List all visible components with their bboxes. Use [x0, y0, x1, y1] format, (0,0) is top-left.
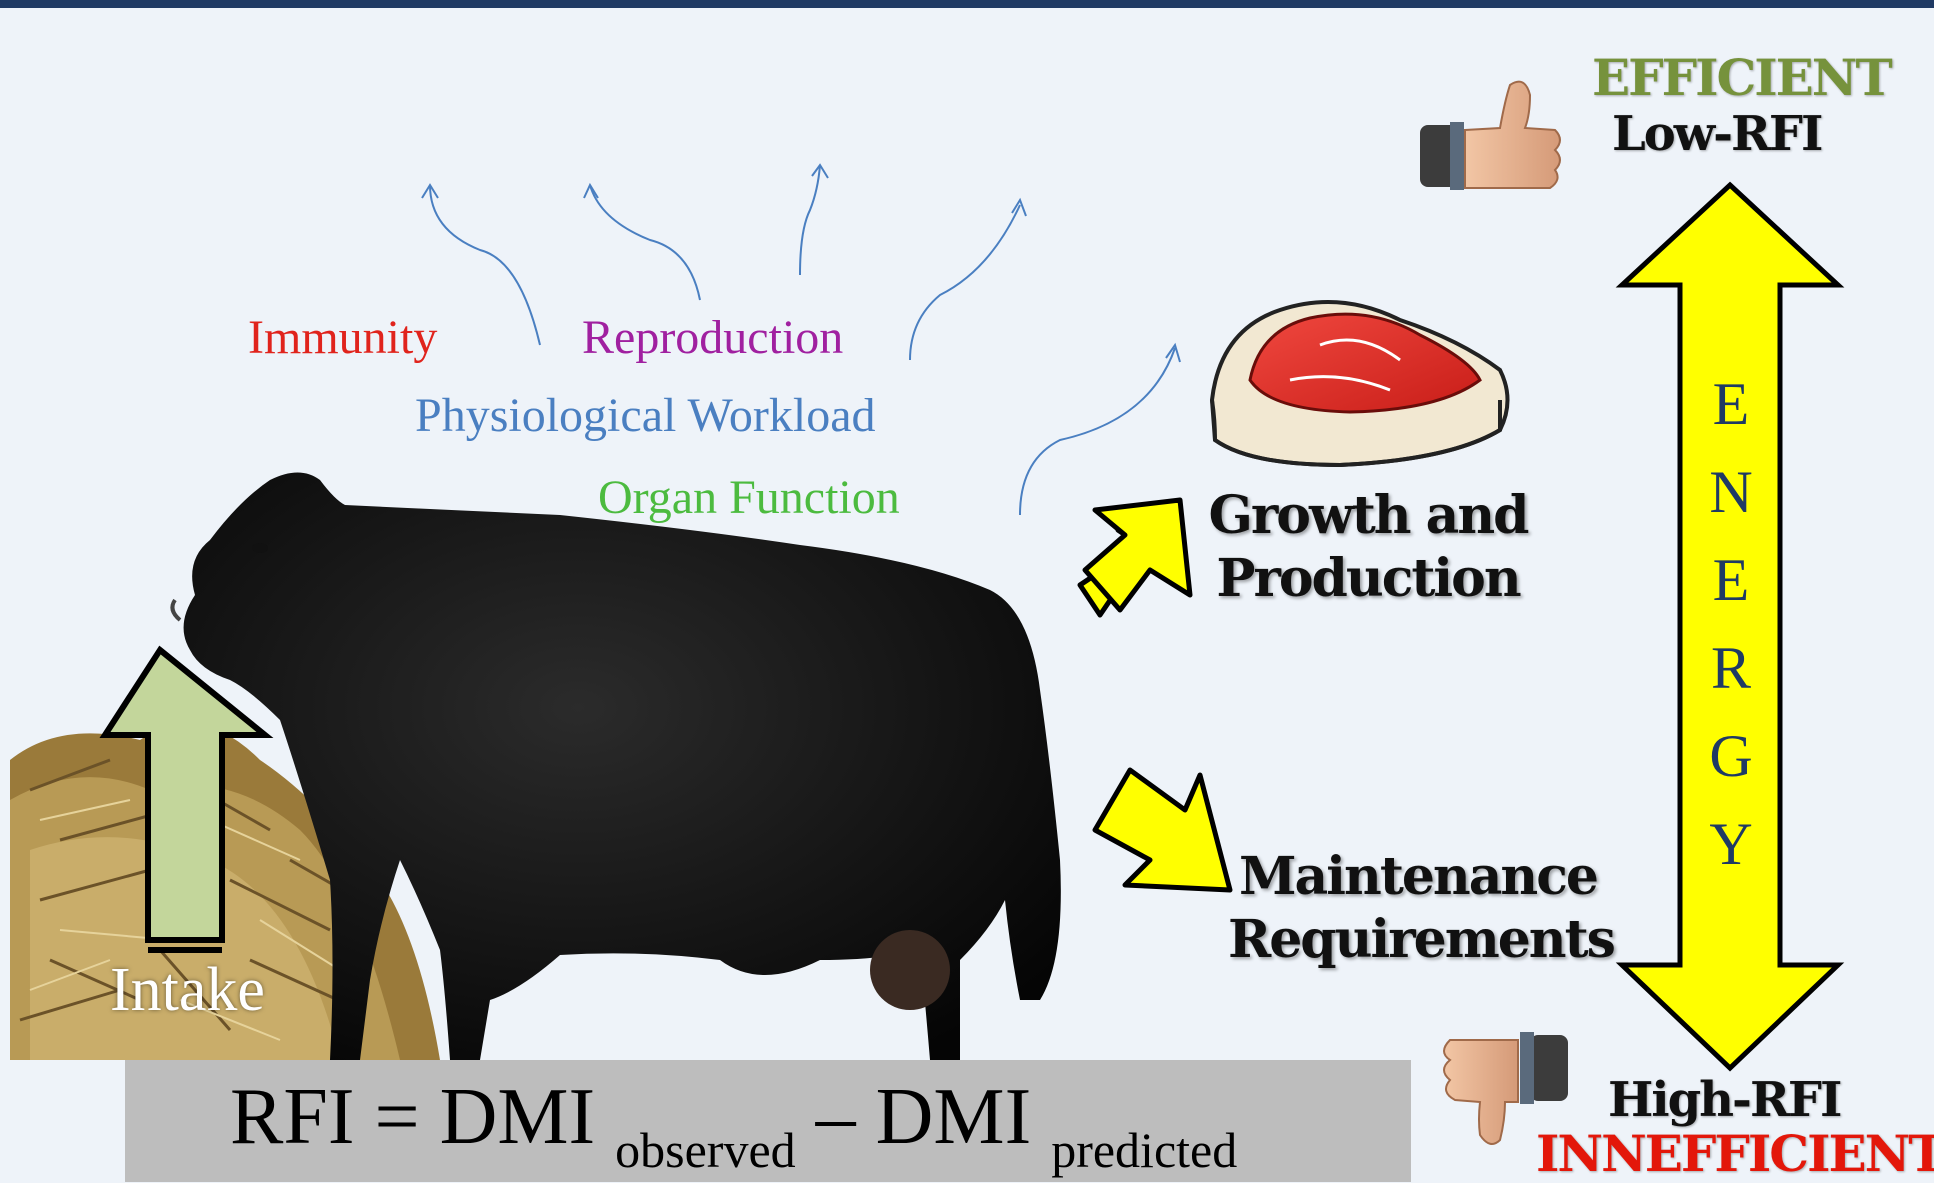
- maintenance-line-1: Maintenance: [1228, 845, 1608, 908]
- energy-letter: E: [1706, 546, 1756, 615]
- wisp-arrow-2: [590, 185, 700, 300]
- wisp-arrow-3: [800, 165, 820, 275]
- efficient-label: EFFICIENT: [1592, 48, 1891, 107]
- intake-label: Intake: [110, 955, 265, 1026]
- immunity-label: Immunity: [248, 310, 437, 365]
- inefficient-label: INNEFFICIENT: [1536, 1124, 1934, 1183]
- reproduction-label: Reproduction: [582, 310, 843, 365]
- growth-line-2: Production: [1198, 547, 1538, 610]
- maintenance-arrow: [1095, 770, 1230, 890]
- rfi-formula: RFI = DMI observed – DMI predicted: [230, 1072, 1237, 1179]
- low-rfi-label: Low-RFI: [1612, 106, 1821, 162]
- thumbs-up-icon: [1420, 82, 1560, 190]
- formula-mid: – DMI: [796, 1073, 1032, 1161]
- energy-double-arrow: [1622, 185, 1838, 1068]
- growth-arrow: [1080, 500, 1190, 615]
- formula-sub-observed: observed: [615, 1122, 796, 1178]
- organ-function-label: Organ Function: [598, 470, 900, 525]
- energy-letter: G: [1706, 722, 1756, 791]
- physiological-workload-label: Physiological Workload: [415, 388, 876, 443]
- growth-production-label: Growth and Production: [1198, 484, 1538, 611]
- formula-lhs: RFI = DMI: [230, 1073, 595, 1161]
- wisp-arrow-5: [1020, 348, 1175, 515]
- steak-icon: [1212, 302, 1508, 465]
- energy-letter: N: [1706, 458, 1756, 527]
- energy-letter: R: [1706, 634, 1756, 703]
- energy-letter: Y: [1706, 810, 1756, 879]
- wisp-arrow-2-head: [584, 185, 598, 198]
- wisp-arrow-4: [910, 205, 1020, 360]
- formula-sub-predicted: predicted: [1051, 1122, 1237, 1178]
- maintenance-line-2: Requirements: [1228, 908, 1608, 971]
- wisp-arrow-1: [430, 185, 540, 345]
- energy-letter: E: [1706, 370, 1756, 439]
- maintenance-requirements-label: Maintenance Requirements: [1228, 845, 1608, 972]
- growth-line-1: Growth and: [1198, 484, 1538, 547]
- high-rfi-label: High-RFI: [1608, 1072, 1840, 1128]
